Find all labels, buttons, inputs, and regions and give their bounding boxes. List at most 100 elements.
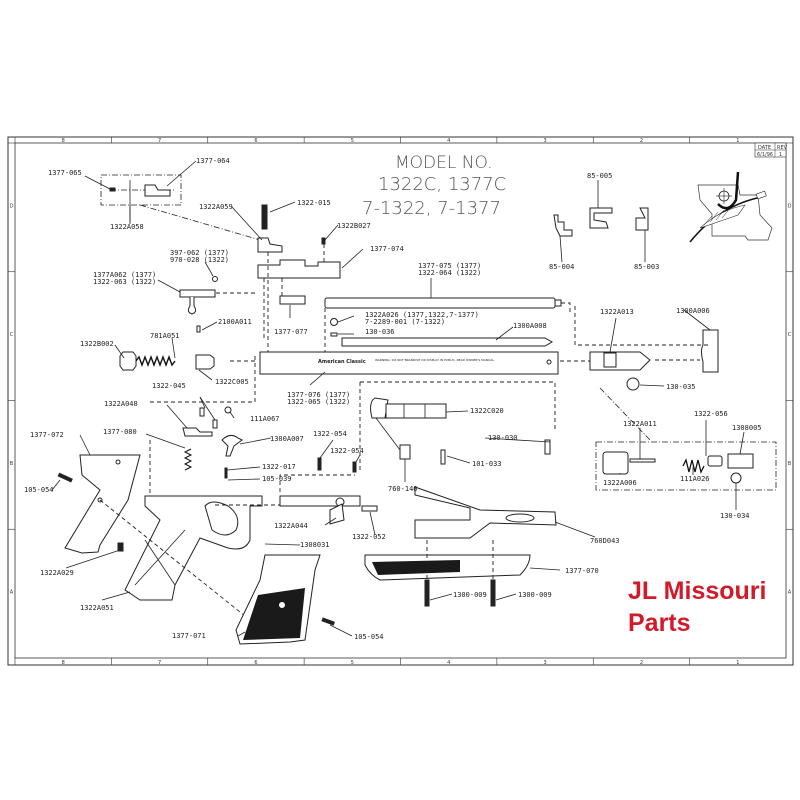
part-label: 1377-076 (1377) bbox=[287, 391, 350, 399]
model-numbers-1: 1322C, 1377C bbox=[378, 174, 506, 195]
part-label: 1322-017 bbox=[262, 463, 296, 471]
part-label: 1377-070 bbox=[565, 567, 599, 575]
part-label: 1300A008 bbox=[513, 322, 547, 330]
part-label: 1300A006 bbox=[676, 307, 710, 315]
missouri-logo-icon bbox=[689, 171, 773, 243]
part-label: 760D043 bbox=[590, 537, 620, 545]
zone-marker: C bbox=[10, 332, 14, 338]
breech-rear bbox=[574, 306, 719, 391]
receiver-tube: American Classic WARNING: DO NOT BRANDIS… bbox=[230, 351, 595, 375]
watermark-line-2: Parts bbox=[628, 609, 691, 637]
part-label: 105-054 bbox=[354, 633, 384, 641]
zone-marker: 6 bbox=[254, 138, 257, 144]
part-label: 1377-074 bbox=[370, 245, 404, 253]
title-block-rev-label: REV bbox=[777, 145, 788, 151]
title-block-date-label: DATE bbox=[758, 145, 771, 151]
part-label: 85-003 bbox=[634, 263, 659, 271]
part-label: 1322-054 bbox=[330, 447, 364, 455]
zone-marker: 1 bbox=[736, 660, 739, 666]
watermark: JL Missouri Parts bbox=[628, 575, 766, 639]
sight-inset bbox=[100, 174, 261, 241]
front-sight-parts bbox=[553, 207, 649, 237]
part-label: 1322A051 bbox=[80, 604, 114, 612]
zone-marker: 3 bbox=[543, 660, 546, 666]
zone-marker: 6 bbox=[254, 660, 257, 666]
zone-marker: 3 bbox=[543, 138, 546, 144]
part-label: 1322-065 (1322) bbox=[287, 398, 350, 406]
part-label: 1377-075 (1377) bbox=[418, 262, 481, 270]
part-label: 1377A062 (1377) bbox=[93, 271, 156, 279]
part-label: 130-036 bbox=[365, 328, 395, 336]
part-label: 1300A007 bbox=[270, 435, 304, 443]
part-label: 781A051 bbox=[150, 332, 180, 340]
trigger-group-guide bbox=[149, 355, 256, 500]
zone-marker: 8 bbox=[62, 138, 65, 144]
grip-panel bbox=[57, 454, 251, 621]
part-label: 1322A048 bbox=[104, 400, 138, 408]
zone-marker: B bbox=[10, 461, 14, 467]
zone-marker: C bbox=[788, 332, 792, 338]
pistol-grip bbox=[235, 554, 335, 645]
part-label: 111A026 bbox=[680, 475, 710, 483]
model-numbers-2: 7-1322, 7-1377 bbox=[362, 198, 501, 219]
part-label: 1322C005 bbox=[215, 378, 249, 386]
receiver-brand-text: American Classic bbox=[318, 359, 366, 365]
zone-marker: 5 bbox=[351, 660, 354, 666]
forend bbox=[364, 540, 531, 607]
part-label: 130-030 bbox=[488, 434, 518, 442]
cocking-knob bbox=[179, 276, 255, 315]
zone-marker: 2 bbox=[640, 660, 643, 666]
part-label: 1322A058 bbox=[110, 223, 144, 231]
zone-marker: D bbox=[10, 203, 14, 209]
part-label: 130-034 bbox=[720, 512, 750, 520]
zone-marker: 7 bbox=[158, 138, 161, 144]
part-label: 1377-065 bbox=[48, 169, 82, 177]
breech-parts bbox=[370, 397, 557, 539]
zone-marker: 4 bbox=[447, 660, 450, 666]
zone-marker: 4 bbox=[447, 138, 450, 144]
part-label: 1377-080 bbox=[103, 428, 137, 436]
leader-lines bbox=[51, 160, 745, 637]
part-label: 2100A011 bbox=[218, 318, 252, 326]
zone-marker: A bbox=[788, 590, 792, 596]
part-label: 397-062 (1377) bbox=[170, 249, 229, 257]
part-label: 130-035 bbox=[666, 383, 696, 391]
part-labels: 1377-065 1377-064 1322A058 1322A059 1322… bbox=[24, 157, 762, 641]
part-label: 1322A006 bbox=[603, 479, 637, 487]
part-label: 1322-056 bbox=[694, 410, 728, 418]
trigger-parts bbox=[182, 406, 357, 479]
zone-marker: B bbox=[788, 461, 792, 467]
part-label: 1377-064 bbox=[196, 157, 230, 165]
part-label: 1322B027 bbox=[337, 222, 371, 230]
upper-housing bbox=[257, 244, 341, 355]
part-label: 970-028 (1322) bbox=[170, 256, 229, 264]
part-label: 101-033 bbox=[472, 460, 502, 468]
part-label: 1322-052 bbox=[352, 533, 386, 541]
part-label: 1322-054 bbox=[313, 430, 347, 438]
zone-marker: D bbox=[788, 203, 792, 209]
zone-marker: 5 bbox=[351, 138, 354, 144]
part-label: 1377-071 bbox=[172, 632, 206, 640]
part-label: 1322-064 (1322) bbox=[418, 269, 481, 277]
title-block: DATE REV 6/1/96 1 bbox=[754, 142, 788, 158]
part-label: 111A067 bbox=[250, 415, 280, 423]
part-label: 105-039 bbox=[262, 475, 292, 483]
zone-marker: 8 bbox=[62, 660, 65, 666]
part-label: 1308005 bbox=[732, 424, 762, 432]
part-label: 1308031 bbox=[300, 541, 330, 549]
part-label: 1322A013 bbox=[600, 308, 634, 316]
part-label: 1322-015 bbox=[297, 199, 331, 207]
title-block-rev-value: 1 bbox=[779, 152, 782, 158]
title-block-date-value: 6/1/96 bbox=[757, 152, 773, 158]
part-label: 7-2289-001 (7-1322) bbox=[365, 318, 445, 326]
zone-marker: 2 bbox=[640, 138, 643, 144]
zone-marker: 1 bbox=[736, 138, 739, 144]
part-label: 1300-009 bbox=[518, 591, 552, 599]
part-label: 1322-063 (1322) bbox=[93, 278, 156, 286]
trigger-frame bbox=[124, 495, 350, 601]
part-label: 1377-072 bbox=[30, 431, 64, 439]
part-label: 1377-077 bbox=[274, 328, 308, 336]
part-label: 1322A044 bbox=[274, 522, 308, 530]
